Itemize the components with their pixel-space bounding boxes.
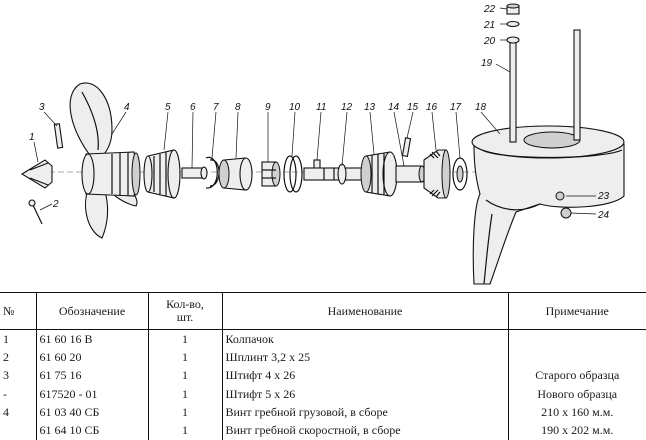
cell-note: Старого образца [535,368,620,383]
cell-no: 4 [0,403,37,422]
callout-20: 20 [483,36,496,47]
callout-10: 10 [289,102,301,113]
callout-16: 16 [426,102,438,113]
cell-note: 210 х 160 м.м. [541,405,614,420]
callout-2: 2 [52,199,59,210]
cell-name: Штифт 5 х 26 [222,385,509,404]
cell-name: Колпачок [222,329,509,349]
cell-name: Винт гребной скоростной, в сборе [222,421,509,440]
header-qty-line2: шт. [176,310,194,324]
cell-qty: 1 [148,403,223,422]
part-2-cotter-pin [28,199,43,225]
cell-no: 1 [0,329,37,349]
part-16-bevel-gear [423,149,451,199]
callout-1: 1 [29,132,35,143]
cell-name: Шплинт 3,2 х 25 [222,348,509,367]
part-15-pin [401,137,412,158]
callout-24: 24 [597,210,610,221]
part-13-bearing [360,151,398,197]
callout-3: 3 [39,102,45,113]
cell-code: 61 60 20 [36,348,149,367]
cell-no: 3 [0,366,37,386]
part-1-cap [20,159,53,189]
callout-21: 21 [483,20,495,31]
part-12-propeller-shaft [303,163,367,185]
callout-7: 7 [213,102,219,113]
cell-code: 61 64 10 СБ [36,421,149,440]
cell-qty: 1 [148,366,223,386]
callout-6: 6 [190,102,196,113]
cell-name: Винт гребной грузовой, в сборе [222,403,509,422]
part-14-sleeve [395,165,426,183]
cell-name: Штифт 4 х 26 [222,366,509,386]
callout-19: 19 [481,58,493,69]
cell-code: 61 75 16 [36,366,149,386]
part-19-stud [509,29,581,143]
callout-14: 14 [388,102,400,113]
cell-no: - [0,385,37,404]
cell-note [508,330,646,349]
callout-labels: 1 2 3 4 5 6 7 8 9 10 11 12 13 14 15 16 1… [29,4,610,221]
part-4-propeller [69,82,141,239]
leader-lines [33,7,597,215]
part-10-sealing-ring [283,155,303,193]
part-8-thrust-ring [218,157,253,191]
callout-9: 9 [265,102,271,113]
exploded-view-drawing: 1 2 3 4 5 6 7 8 9 10 11 12 13 14 15 16 1… [20,3,625,285]
callout-12: 12 [341,102,353,113]
header-name: Наименование [222,292,509,330]
parts-table: № Обозначение Кол-во, шт. Наименование П… [0,292,646,440]
header-code: Обозначение [36,292,149,330]
cell-qty: 1 [148,348,223,367]
callout-13: 13 [364,102,376,113]
parts-table-body: 1 61 60 16 В 1 Колпачок 2 61 60 20 1 Шпл… [0,329,646,440]
parts-table-header: № Обозначение Кол-во, шт. Наименование П… [0,292,646,330]
cell-code: 617520 - 01 [36,385,149,404]
part-18-gearbox-housing [471,125,625,285]
cell-note [508,349,646,367]
cell-no: 2 [0,348,37,367]
part-7-spring-ring [205,156,220,189]
callout-8: 8 [235,102,241,113]
part-9-nut [261,161,281,187]
cell-no [0,421,37,440]
cell-note: 190 х 202 м.м. [541,423,614,438]
callout-18: 18 [475,102,487,113]
callout-22: 22 [483,4,496,15]
part-20-washer [506,36,520,44]
table-row: - 617520 - 01 1 Штифт 5 х 26 Нового обра… [0,385,646,404]
header-qty: Кол-во, шт. [148,292,223,330]
table-row: 4 61 03 40 СБ 1 Винт гребной грузовой, в… [0,403,646,422]
callout-15: 15 [407,102,419,113]
table-row: 3 61 75 16 1 Штифт 4 х 26 Старого образц… [0,366,646,386]
exploded-view-diagram: 1 2 3 4 5 6 7 8 9 10 11 12 13 14 15 16 1… [20,3,625,285]
part-5-bushing [143,149,181,199]
table-row: 1 61 60 16 В 1 Колпачок [0,329,646,349]
callout-17: 17 [450,102,462,113]
part-22-nut [506,3,520,15]
callout-23: 23 [597,191,610,202]
cell-qty: 1 [148,329,223,349]
table-row: 2 61 60 20 1 Шплинт 3,2 х 25 [0,348,646,367]
cell-code: 61 03 40 СБ [36,403,149,422]
table-row: 61 64 10 СБ 1 Винт гребной скоростной, в… [0,421,646,440]
cell-qty: 1 [148,421,223,440]
header-no: № [0,292,37,330]
callout-5: 5 [165,102,171,113]
header-note: Примечание [508,292,646,330]
part-21-spring-washer [506,20,520,28]
part-3-pin [53,123,64,149]
callout-11: 11 [316,102,326,113]
cell-code: 61 60 16 В [36,329,149,349]
part-17-thrust-washer [452,157,468,191]
cell-qty: 1 [148,385,223,404]
cell-note: Нового образца [537,386,618,401]
callout-4: 4 [124,102,130,113]
header-qty-line1: Кол-во, [166,297,204,311]
part-6-washer [181,166,208,180]
